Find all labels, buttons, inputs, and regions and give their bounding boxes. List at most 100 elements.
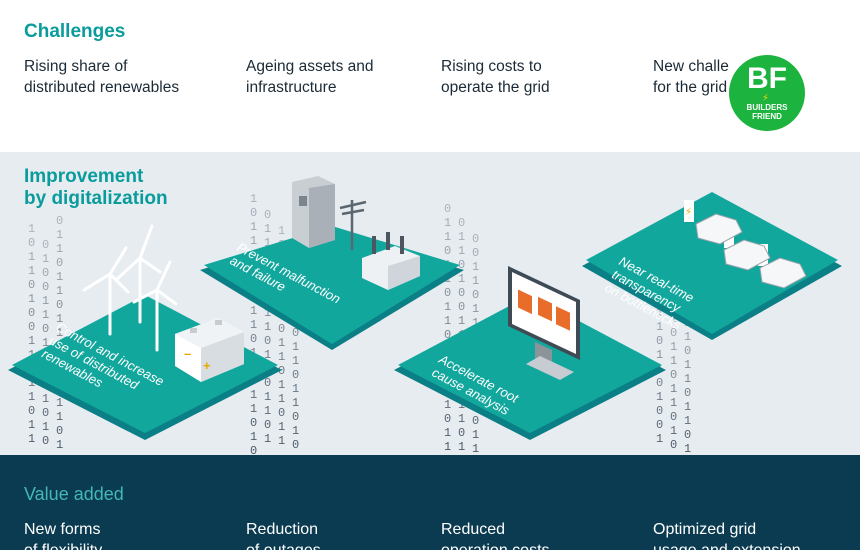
binary-digit: 1 <box>670 396 677 410</box>
binary-digit: 0 <box>42 238 49 252</box>
power-pole-icon <box>339 200 367 250</box>
binary-digit: 0 <box>28 404 35 418</box>
binary-digit: 0 <box>684 344 691 358</box>
binary-digit: 1 <box>684 442 691 455</box>
binary-digit: 0 <box>250 444 257 455</box>
tile-renewables: – + Control and increase use of distribu… <box>8 224 282 440</box>
challenge-renewables: Rising share of distributed renewables <box>24 58 180 96</box>
binary-digit: 1 <box>250 220 257 234</box>
binary-digit: 1 <box>264 390 271 404</box>
challenge-rising-costs: Rising costs to operate the grid <box>441 58 550 96</box>
value-added-section: Value added New forms of flexibility Red… <box>0 455 860 550</box>
binary-digit: 1 <box>56 438 63 452</box>
binary-digit: 1 <box>264 222 271 236</box>
binary-digit: 0 <box>472 414 479 428</box>
binary-digit: 0 <box>458 426 465 440</box>
binary-digit: 1 <box>458 244 465 258</box>
binary-digit: 0 <box>444 328 451 342</box>
binary-digit: 1 <box>28 222 35 236</box>
binary-digit: 0 <box>292 326 299 340</box>
binary-digit: 1 <box>42 336 49 350</box>
binary-digit: 1 <box>28 250 35 264</box>
binary-digit: 1 <box>292 424 299 438</box>
binary-digit: 1 <box>278 336 285 350</box>
binary-digit: 1 <box>656 390 663 404</box>
monitor-icon <box>508 266 580 380</box>
binary-digit: 0 <box>684 386 691 400</box>
binary-digit: 0 <box>278 406 285 420</box>
binary-digit: 1 <box>444 426 451 440</box>
binary-digit: 1 <box>250 318 257 332</box>
binary-digit: 0 <box>656 418 663 432</box>
wind-turbine-icon <box>82 224 178 352</box>
binary-digit: 1 <box>684 330 691 344</box>
binary-digit: 1 <box>444 230 451 244</box>
binary-digit: 1 <box>472 302 479 316</box>
binary-digit: 1 <box>292 396 299 410</box>
binary-digit: 1 <box>28 376 35 390</box>
binary-digit: 1 <box>42 252 49 266</box>
binary-digit: 1 <box>670 424 677 438</box>
logo-words: BUILDERS FRIEND <box>746 103 788 121</box>
binary-digit: 1 <box>656 306 663 320</box>
svg-text:⚡: ⚡ <box>685 207 692 218</box>
binary-digit: 1 <box>42 294 49 308</box>
binary-digit: 0 <box>278 322 285 336</box>
binary-digit: 0 <box>656 376 663 390</box>
binary-digit: 1 <box>670 340 677 354</box>
binary-digit: 1 <box>264 348 271 362</box>
binary-digit: 1 <box>458 440 465 454</box>
binary-digit: 1 <box>472 316 479 330</box>
electric-car-icon <box>695 213 807 289</box>
binary-digit: 1 <box>670 354 677 368</box>
binary-digit: 1 <box>458 398 465 412</box>
binary-digit: 0 <box>684 428 691 442</box>
tile-malfunction: Prevent malfunction and failure <box>200 176 464 350</box>
binary-digit: 0 <box>292 410 299 424</box>
binary-digit: 1 <box>684 358 691 372</box>
binary-digit: 1 <box>444 300 451 314</box>
binary-digit: 1 <box>28 292 35 306</box>
binary-digit: 1 <box>42 308 49 322</box>
binary-digit: 1 <box>56 284 63 298</box>
binary-digit: 1 <box>250 430 257 444</box>
binary-digit: 1 <box>292 340 299 354</box>
binary-digit: 0 <box>458 216 465 230</box>
svg-text:+: + <box>203 358 211 373</box>
binary-digit: 1 <box>56 410 63 424</box>
binary-digit: 0 <box>444 286 451 300</box>
binary-digit: 0 <box>42 322 49 336</box>
value-operation-costs: Reduced operation costs <box>441 521 550 550</box>
binary-digit: 1 <box>264 404 271 418</box>
binary-digit: 1 <box>56 242 63 256</box>
tile-root-cause: Accelerate root cause analysis <box>394 266 666 440</box>
binary-digit: 1 <box>278 434 285 448</box>
binary-digit: 1 <box>264 306 271 320</box>
binary-digit: 0 <box>670 326 677 340</box>
binary-digit: 0 <box>656 334 663 348</box>
binary-digit: 0 <box>444 412 451 426</box>
binary-digit: 1 <box>444 216 451 230</box>
binary-digit: 1 <box>472 274 479 288</box>
binary-digit: 0 <box>28 320 35 334</box>
binary-digit: 1 <box>444 398 451 412</box>
binary-digit: 1 <box>656 348 663 362</box>
binary-digit: 0 <box>472 232 479 246</box>
binary-digit: 1 <box>28 432 35 446</box>
binary-digit: 0 <box>264 376 271 390</box>
binary-digit: 0 <box>472 288 479 302</box>
binary-digit: 1 <box>670 382 677 396</box>
value-outages: Reduction of outages <box>246 521 321 550</box>
binary-digit: 1 <box>684 414 691 428</box>
binary-digit: 1 <box>250 192 257 206</box>
binary-digit: 1 <box>264 236 271 250</box>
binary-digit: 1 <box>444 440 451 454</box>
switchgear-icon <box>292 176 335 248</box>
binary-digit: 1 <box>656 320 663 334</box>
svg-text:–: – <box>184 346 191 361</box>
binary-digit: 1 <box>28 334 35 348</box>
challenge-ageing-assets: Ageing assets and infrastructure <box>246 58 374 96</box>
binary-digit: 0 <box>42 266 49 280</box>
binary-digit: 1 <box>56 326 63 340</box>
binary-digit: 1 <box>250 402 257 416</box>
